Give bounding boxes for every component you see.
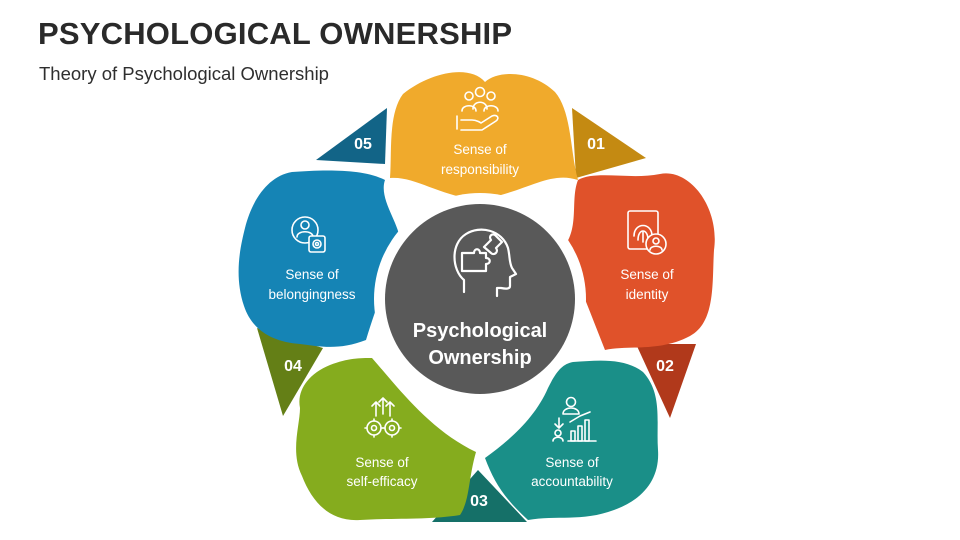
petal-label-04-line2: self-efficacy [346, 474, 417, 489]
number-triangle-04 [257, 328, 323, 416]
number-marker-04: 04 [257, 328, 323, 416]
number-triangle-02 [636, 344, 696, 418]
head-puzzle-icon [453, 228, 518, 298]
number-marker-02: 02 [636, 344, 696, 418]
petal-label-01-line1: Sense of [453, 142, 507, 157]
petal-label-02-line2: identity [626, 287, 669, 302]
petal-shape-01 [390, 72, 578, 200]
gears-growth-icon [364, 397, 402, 438]
page-subtitle: Theory of Psychological Ownership [39, 63, 329, 84]
petal-label-03-line2: accountability [531, 474, 613, 489]
report-chart-icon [552, 396, 597, 442]
petal-01: Sense of responsibility [390, 72, 578, 200]
petal-label-05-line2: belongingness [268, 287, 355, 302]
number-label-04: 04 [284, 358, 302, 375]
petal-label-02-line1: Sense of [620, 267, 674, 282]
number-triangle-05 [316, 108, 387, 164]
number-label-03: 03 [470, 493, 488, 510]
center-label-line1: Psychological [413, 320, 548, 342]
petal-02: Sense of identity [563, 173, 715, 350]
center-label-line2: Ownership [428, 347, 531, 369]
number-label-02: 02 [656, 358, 674, 375]
petal-label-04-line1: Sense of [355, 455, 409, 470]
number-marker-01: 01 [572, 108, 646, 178]
petal-label-01-line2: responsibility [441, 162, 519, 177]
fingerprint-id-icon [627, 210, 667, 255]
center-hub: Psychological Ownership [374, 193, 586, 405]
person-badge-icon [291, 216, 326, 253]
petal-label-03-line1: Sense of [545, 455, 599, 470]
petal-label-05-line1: Sense of [285, 267, 339, 282]
number-label-01: 01 [587, 136, 605, 153]
petal-05: Sense of belongingness [238, 170, 401, 347]
page-title: PSYCHOLOGICAL OWNERSHIP [38, 16, 513, 51]
number-label-05: 05 [354, 136, 372, 153]
number-triangle-01 [572, 108, 646, 178]
petal-04: Sense of self-efficacy [296, 358, 476, 521]
petal-shape-04 [296, 358, 476, 521]
petal-03: Sense of accountability [485, 360, 659, 520]
team-in-hand-icon [456, 86, 499, 131]
petal-shape-02 [563, 173, 715, 350]
number-marker-05: 05 [316, 108, 387, 164]
petal-shape-05 [238, 170, 401, 347]
center-circle [385, 204, 575, 394]
